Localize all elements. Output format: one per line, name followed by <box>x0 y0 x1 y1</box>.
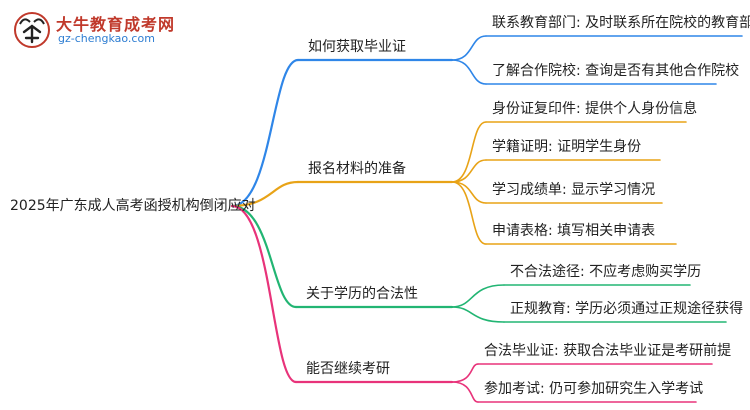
bull-logo-icon <box>14 12 50 48</box>
branch-node: 如何获取毕业证 <box>308 39 406 55</box>
leaf-node: 学籍证明: 证明学生身份 <box>492 139 642 155</box>
leaf-connector <box>451 159 487 183</box>
branch-connector <box>230 204 298 309</box>
site-logo: 大牛教育成考网 gz-chengkao.com <box>12 8 182 52</box>
logo-url[interactable]: gz-chengkao.com <box>58 32 155 45</box>
leaf-connector <box>451 181 487 204</box>
leaf-connector <box>451 284 505 308</box>
branch-connector <box>230 204 298 384</box>
logo-title: 大牛教育成考网 <box>56 15 176 34</box>
leaf-connector <box>451 381 479 403</box>
leaf-connector <box>451 306 505 323</box>
leaf-node: 正规教育: 学历必须通过正规途径获得 <box>510 301 744 317</box>
branch-node: 报名材料的准备 <box>308 161 406 177</box>
root-node: 2025年广东成人高考函授机构倒闭应对 <box>10 198 256 214</box>
leaf-connector <box>451 35 487 61</box>
branch-node: 能否继续考研 <box>306 361 390 377</box>
leaf-node: 申请表格: 填写相关申请表 <box>492 223 656 239</box>
leaf-connector <box>451 59 487 85</box>
leaf-node: 联系教育部门: 及时联系所在院校的教育部门 <box>492 15 750 31</box>
leaf-connector <box>451 121 487 183</box>
leaf-node: 参加考试: 仍可参加研究生入学考试 <box>484 381 704 397</box>
branch-connector <box>230 180 300 208</box>
branch-node: 关于学历的合法性 <box>306 286 418 302</box>
leaf-connector <box>451 181 487 245</box>
leaf-node: 学习成绩单: 显示学习情况 <box>492 182 656 198</box>
leaf-node: 身份证复印件: 提供个人身份信息 <box>492 101 698 117</box>
leaf-node: 合法毕业证: 获取合法毕业证是考研前提 <box>484 343 732 359</box>
leaf-node: 了解合作院校: 查询是否有其他合作院校 <box>492 63 740 79</box>
leaf-connector <box>451 363 479 383</box>
branch-connector <box>230 58 300 208</box>
leaf-node: 不合法途径: 不应考虑购买学历 <box>510 264 702 280</box>
